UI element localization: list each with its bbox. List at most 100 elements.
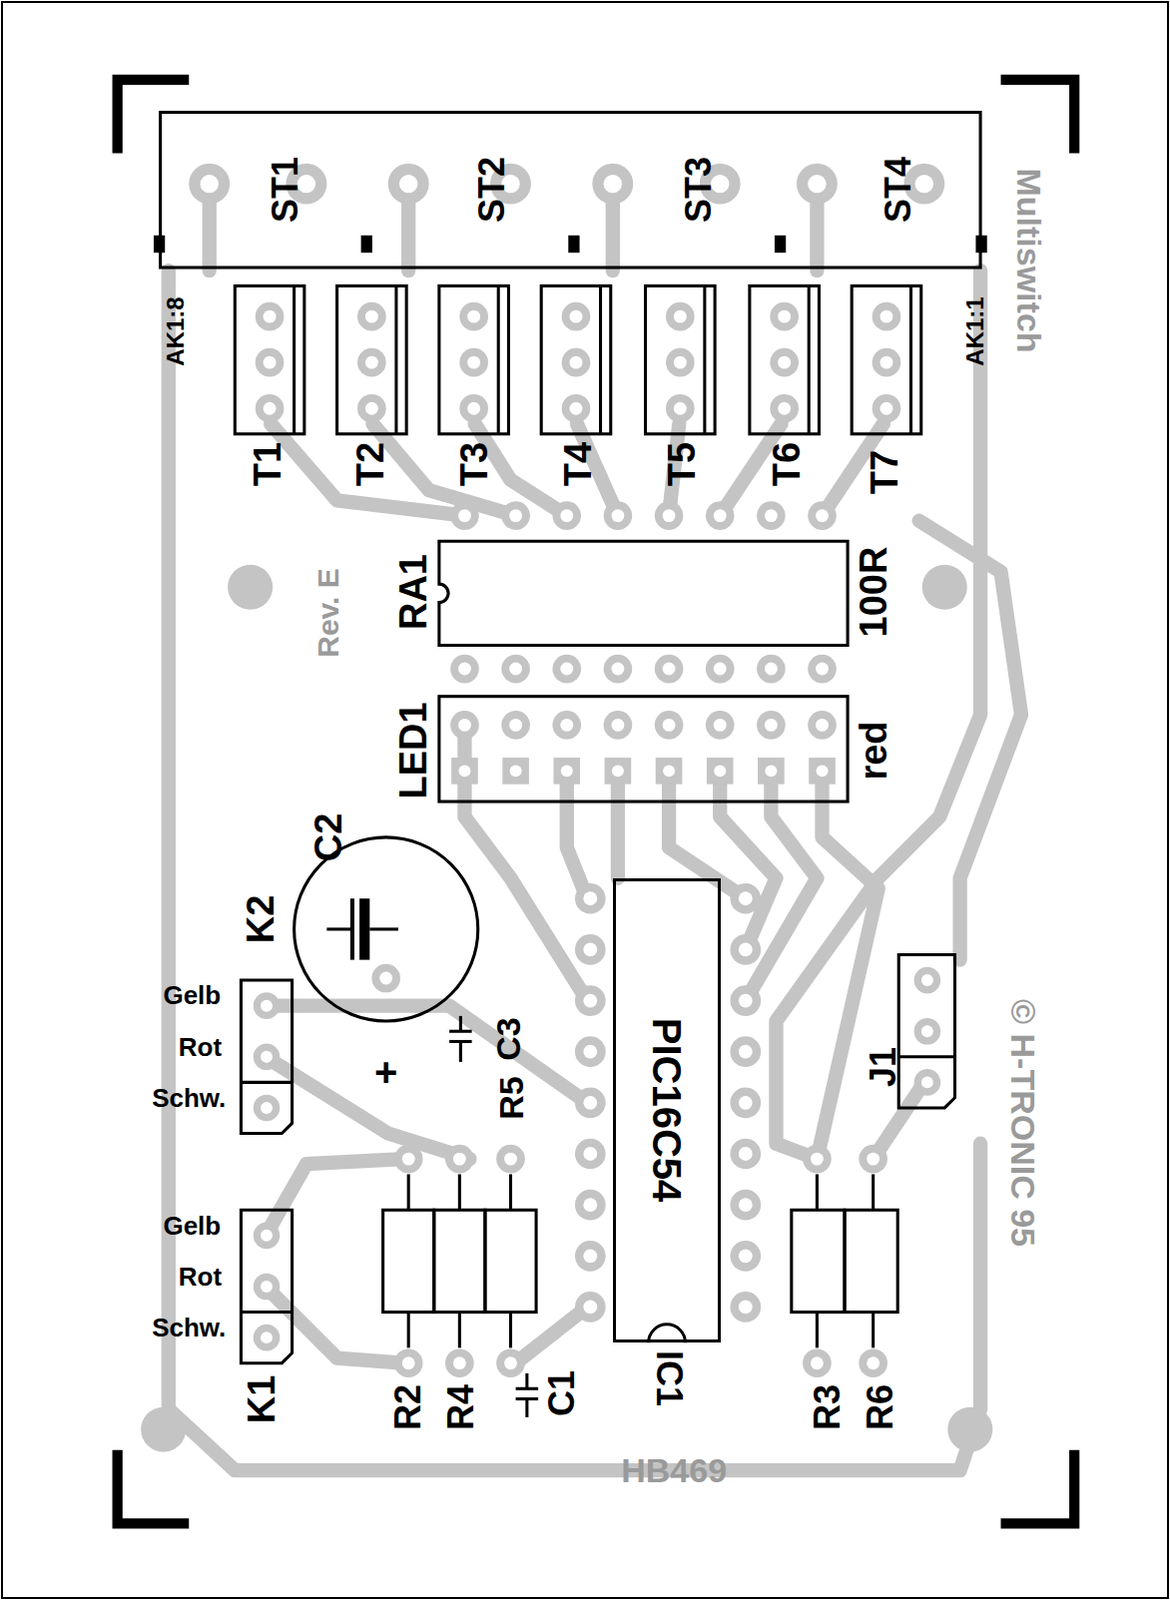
solder-pad (388, 163, 430, 205)
pad-hole (738, 1248, 753, 1263)
solder-pad (445, 1348, 475, 1378)
pad-hole (200, 174, 219, 193)
wire-color: Rot (178, 1263, 222, 1290)
solder-pad (654, 654, 684, 684)
board-number: HB469 (620, 1453, 727, 1488)
solder-pad (756, 710, 786, 740)
connector-box: ST3 (577, 114, 782, 266)
copyright-mark: © H-TRONIC 95 (1006, 999, 1041, 1247)
capacitor-symbols (449, 1016, 539, 1418)
pad-hole (453, 1356, 467, 1370)
part-ref: T4 (559, 442, 597, 487)
pad-hole (260, 1331, 273, 1344)
pad-hole (509, 662, 523, 676)
solder-pad (802, 1348, 832, 1378)
solder-pad (665, 394, 695, 424)
part-value: red (854, 720, 893, 780)
pad-hole (510, 764, 523, 777)
pad-hole (764, 764, 777, 777)
pad-hole (738, 1147, 753, 1162)
solder-pad (914, 1018, 942, 1046)
solder-pad (665, 302, 695, 332)
solder-pad (357, 302, 387, 332)
solder-pad (729, 1139, 761, 1170)
pad-hole (504, 1356, 518, 1370)
pad-hole (453, 1153, 467, 1167)
wire-color: Schw. (151, 1314, 226, 1341)
solder-pad (253, 1324, 281, 1352)
solder-pad (858, 1348, 888, 1378)
pad-hole (458, 662, 472, 676)
revision-mark: Rev. E (313, 568, 344, 658)
wire-color: Rot (178, 1034, 222, 1061)
solder-pad (603, 501, 633, 531)
part-ref: T5 (662, 442, 701, 487)
pad-hole (260, 1000, 273, 1013)
pad-hole (921, 974, 934, 987)
solder-pad (255, 302, 285, 332)
solder-pad (769, 348, 799, 378)
part-ref: T6 (767, 442, 806, 487)
solder-pad (451, 757, 479, 785)
solder-pad (502, 757, 530, 785)
solder-pad (553, 757, 581, 785)
pad-hole (570, 310, 584, 324)
pad-hole (570, 356, 584, 370)
mounting-holes (140, 565, 993, 1453)
part-ref: C2 (309, 813, 348, 863)
solder-pad (575, 1139, 606, 1170)
solder-pad (562, 394, 591, 424)
pad-hole (260, 1229, 273, 1242)
solder-pad (872, 348, 902, 378)
pad-hole (921, 1025, 934, 1038)
solder-pad (562, 348, 591, 378)
pad-hole (365, 402, 379, 416)
pad-hole (880, 402, 894, 416)
part-ref: IC1 (650, 1350, 687, 1407)
solder-pad (872, 302, 902, 332)
solder-pad (655, 757, 683, 785)
solder-pad (729, 1036, 761, 1068)
part-ref: R6 (862, 1384, 899, 1431)
wire-color: Gelb (162, 982, 221, 1009)
pad-hole (866, 1153, 880, 1167)
solder-pad (575, 1036, 606, 1068)
pad-hole (815, 718, 829, 732)
pad-hole (365, 356, 379, 370)
solder-pad (705, 501, 735, 531)
part-ref: AK1:1 (963, 297, 988, 367)
solder-pad (501, 654, 531, 684)
pad-hole (379, 972, 393, 986)
solder-pad (654, 501, 684, 531)
pad-hole (365, 310, 379, 324)
solder-pad (706, 757, 734, 785)
pad-hole (583, 1147, 597, 1162)
part-ref: K1 (242, 1374, 281, 1424)
solder-pad (255, 394, 285, 424)
pad-hole (777, 356, 791, 370)
pad-hole (738, 1197, 753, 1212)
copper-traces (168, 183, 1022, 1471)
solder-pad (807, 501, 837, 531)
solder-pad (459, 302, 489, 332)
ic-chip: PIC16C54 (612, 878, 721, 1343)
pad-hole (467, 356, 481, 370)
pad-hole (583, 1248, 597, 1263)
part-ref: AK1:8 (163, 297, 188, 367)
pad-hole (458, 764, 471, 777)
solder-pad (575, 1240, 606, 1272)
pad-hole (807, 174, 826, 193)
solder-pad (756, 501, 786, 531)
part-ref: J1 (865, 1047, 902, 1088)
solder-pad (552, 501, 582, 531)
solder-pad (575, 1291, 606, 1323)
solder-pad (603, 654, 633, 684)
solder-pad (575, 1087, 606, 1119)
connector-label: ST4 (880, 156, 917, 223)
board-name: Multiswitch (1012, 167, 1047, 353)
connector-label: ST3 (680, 156, 717, 223)
solder-pad (459, 348, 489, 378)
pad-hole (816, 764, 829, 777)
